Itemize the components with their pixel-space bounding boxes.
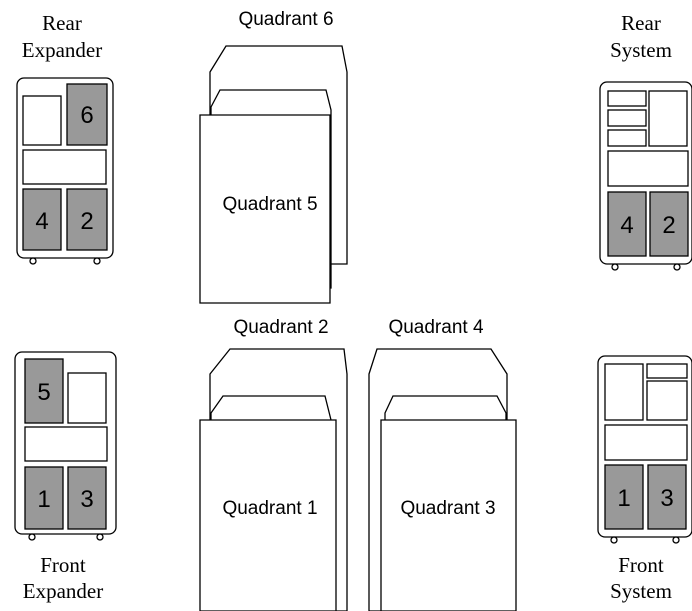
rear-system-center-bay (607, 150, 689, 187)
rear-expander-slot-6-label: 6 (80, 102, 93, 129)
rear-expander: Rear Expander 6 4 2 (16, 11, 114, 265)
front-system-wheel-right (672, 536, 680, 544)
front-system-cabinet (597, 355, 692, 538)
rear-system-cabinet (599, 81, 692, 265)
rear-expander-label-line1: Rear (42, 11, 82, 35)
quadrant-3-label: Quadrant 3 (400, 498, 495, 519)
rear-system-slot-2 (649, 191, 689, 257)
rear-system-small-bay-1 (607, 90, 647, 107)
front-expander-slot-3-label: 3 (80, 486, 93, 513)
quadrant-stack-3-4: Quadrant 4 Quadrant 3 (368, 317, 517, 611)
rear-expander-slot-2-label: 2 (80, 208, 93, 235)
rear-expander-label-line2: Expander (22, 38, 102, 62)
front-system-tall-bay (604, 363, 644, 421)
rear-system-small-bay-2 (607, 109, 647, 127)
rear-system-wheel-left (611, 263, 619, 271)
front-system-wheel-left (610, 536, 618, 544)
front-expander: 5 1 3 Front Expander (14, 351, 117, 603)
front-expander-slot-1 (24, 466, 64, 530)
front-system-slot-3-label: 3 (660, 485, 673, 512)
front-expander-empty-bay (67, 372, 107, 424)
front-expander-slot-5-label: 5 (37, 379, 50, 406)
rear-system-wheel-right (673, 263, 681, 271)
rear-expander-slot-4 (22, 188, 62, 251)
front-system-label-line2: System (610, 579, 672, 603)
rear-system-slot-2-label: 2 (662, 212, 675, 239)
rear-system-slot-4 (607, 191, 647, 257)
quadrant-stack-1-2: Quadrant 2 Quadrant 1 (199, 317, 348, 611)
front-expander-slot-3 (67, 466, 107, 530)
quadrant-5-label: Quadrant 5 (222, 194, 317, 215)
rear-expander-center-bay (22, 149, 107, 185)
front-expander-label-line1: Front (40, 553, 86, 577)
rear-expander-slot-4-label: 4 (35, 208, 48, 235)
quadrant-1-board (199, 419, 337, 611)
rear-expander-wheel-left (29, 257, 37, 265)
quadrant-1-label: Quadrant 1 (222, 498, 317, 519)
front-system-slot-1 (604, 464, 644, 530)
front-expander-slot-5 (24, 358, 64, 424)
rear-system-slot-4-label: 4 (620, 212, 633, 239)
rear-system: Rear System 4 2 (599, 11, 692, 271)
front-system-label-line1: Front (618, 553, 664, 577)
rear-expander-slot-2 (66, 188, 108, 251)
front-system-side-bay (646, 380, 688, 421)
rear-system-label-line1: Rear (621, 11, 661, 35)
quadrant-5-board (199, 114, 331, 304)
front-expander-wheel-left (28, 533, 36, 541)
front-expander-cabinet (14, 351, 117, 535)
quadrant-3-board (380, 419, 517, 611)
rear-expander-slot-6 (66, 83, 108, 146)
front-system: 1 3 Front System (597, 355, 692, 603)
quadrant-6-label: Quadrant 6 (238, 9, 333, 30)
rear-expander-cabinet (16, 77, 114, 259)
rear-expander-empty-bay (22, 95, 62, 146)
quadrant-stack-5-6: Quadrant 6 Quadrant 5 (199, 9, 348, 304)
front-system-center-bay (604, 424, 688, 461)
quadrant-4-label: Quadrant 4 (388, 317, 483, 338)
rear-system-label-line2: System (610, 38, 672, 62)
front-expander-wheel-right (96, 533, 104, 541)
front-system-slot-1-label: 1 (617, 485, 630, 512)
front-expander-slot-1-label: 1 (37, 486, 50, 513)
front-expander-label-line2: Expander (23, 579, 103, 603)
front-expander-center-bay (24, 426, 108, 462)
rear-system-tall-bay (648, 90, 688, 147)
rear-system-small-bay-3 (607, 129, 647, 147)
front-system-small-bay (646, 363, 688, 379)
quadrant-2-label: Quadrant 2 (233, 317, 328, 338)
front-system-slot-3 (647, 464, 687, 530)
rear-expander-wheel-right (93, 257, 101, 265)
